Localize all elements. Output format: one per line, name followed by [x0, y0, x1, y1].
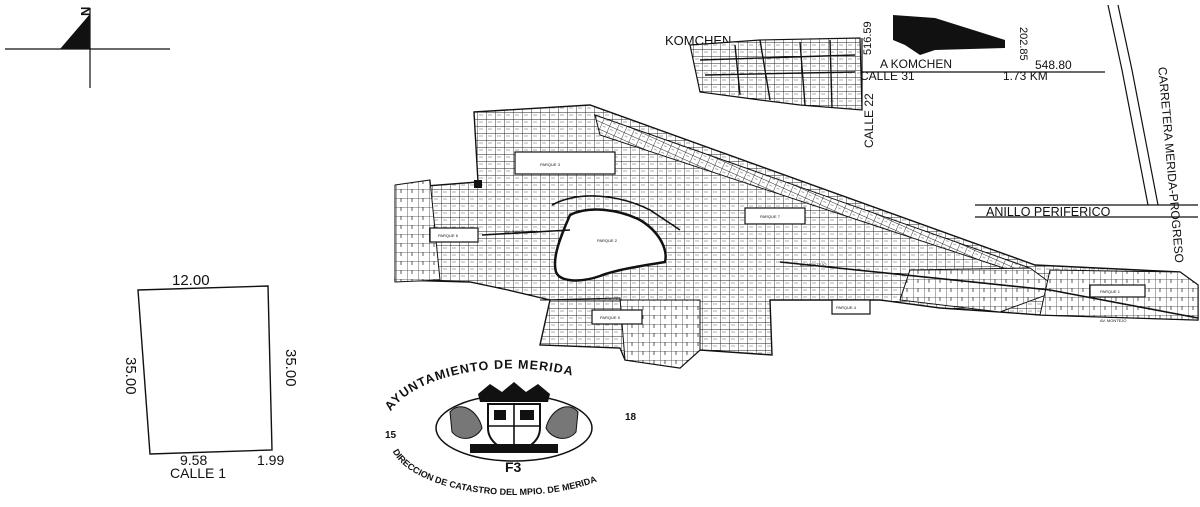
- avenue-label-montejo-1: AV. MONTEJO: [800, 262, 826, 267]
- coat-of-arms-icon: [435, 382, 593, 462]
- seal-year-right: 18: [625, 412, 637, 423]
- park-label-3: PARQUE 3: [540, 162, 561, 167]
- calle-22-label: CALLE 22: [862, 93, 876, 148]
- parque-1-block: [1089, 284, 1146, 298]
- avenue-label-santa-lucia: AV. SANTA LUCIA: [505, 229, 538, 234]
- carretera-label: CARRETERA MERIDA-PROGRESO: [1155, 66, 1186, 263]
- seal-bottom-text: DIRECCION DE CATASTRO DEL MPIO. DE MERID…: [391, 447, 599, 497]
- park-label-6: PARQUE 6: [438, 233, 459, 238]
- lot-diagram: 12.00 35.00 35.00 9.58 1.99 CALLE 1: [122, 272, 299, 481]
- park-label-2: PARQUE 2: [597, 238, 618, 243]
- av-montejo-road: [779, 261, 1199, 319]
- park-label-4: PARQUE 4: [836, 305, 857, 310]
- north-arrow: N: [5, 7, 170, 88]
- lot-right-dimension: 35.00: [282, 349, 299, 387]
- parque-7-block: [744, 207, 806, 225]
- distance-label: 1.73 KM: [1003, 69, 1048, 83]
- lot-rear-dimension-1: 9.58: [180, 452, 207, 468]
- north-arrow-icon: [60, 14, 90, 49]
- calle-31-label: CALLE 31: [860, 69, 915, 83]
- lot-rear-dimension-2: 1.99: [257, 452, 284, 468]
- parque-5-block: [591, 309, 643, 325]
- central-park: [553, 208, 667, 282]
- parque-6-block: [429, 227, 479, 243]
- seal-code: F3: [505, 459, 522, 475]
- south-lot-block: [539, 297, 701, 369]
- parque-4-block: [831, 299, 871, 315]
- komchen-streets: [699, 39, 856, 109]
- subdivision-map: PARQUE 3 PARQUE 7 PARQUE 2 PARQUE 6 PARQ…: [394, 104, 1199, 369]
- dimension-548: 548.80: [1035, 58, 1072, 72]
- dimension-516: 516.59: [862, 21, 874, 55]
- highways: CARRETERA MERIDA-PROGRESO ANILLO PERIFER…: [975, 4, 1198, 264]
- avenue-label-montejo-2: AV. MONTEJO: [1100, 318, 1126, 323]
- carretera-east-edge: [1117, 4, 1159, 206]
- park-label-5: PARQUE 5: [600, 315, 621, 320]
- lot-outline: [137, 285, 273, 455]
- park-label-1: PARQUE 1: [1100, 289, 1121, 294]
- anillo-label: ANILLO PERIFERICO: [986, 205, 1111, 219]
- west-lot-block: [394, 179, 441, 283]
- seal-year-left: 15: [385, 430, 397, 441]
- highlighted-lot-marker: [474, 180, 482, 188]
- curved-avenue: [551, 195, 681, 231]
- subdivision-outline: [394, 104, 1199, 369]
- lot-street-label: CALLE 1: [170, 465, 226, 481]
- komchen-area: KOMCHEN A KOMCHEN CALLE 31 1.73 KM 548.8…: [665, 15, 1105, 148]
- municipal-seal: AYUNTAMIENTO DE MERIDA DIRECCION DE CATA…: [382, 357, 637, 497]
- seal-top-text: AYUNTAMIENTO DE MERIDA: [382, 357, 575, 413]
- north-label: N: [78, 7, 93, 16]
- av-santa-lucia-road: [481, 229, 571, 236]
- park-label-7: PARQUE 7: [760, 214, 781, 219]
- lot-left-dimension: 35.00: [122, 357, 139, 395]
- komchen-direction-label: A KOMCHEN: [880, 57, 952, 71]
- komchen-property-tract: [893, 15, 1005, 55]
- dimension-202: 202.85: [1017, 27, 1029, 61]
- lot-front-dimension: 12.00: [172, 272, 210, 289]
- carretera-west-edge: [1107, 4, 1149, 206]
- parque-3-block: [514, 151, 616, 175]
